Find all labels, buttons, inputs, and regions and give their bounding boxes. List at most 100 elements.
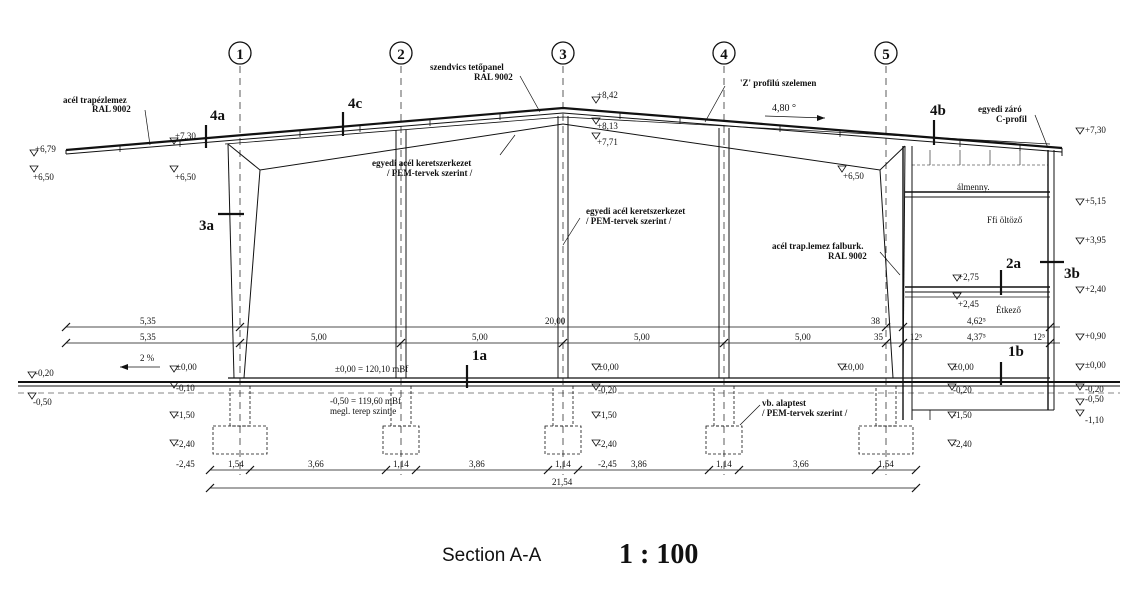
dim-row2-3: 5,00 — [634, 332, 650, 342]
dimension-labels: 5,35 20,00 38 4,62⁵ 5,35 5,00 5,00 5,00 … — [140, 316, 1045, 487]
detail-tag-3a: 3a — [199, 218, 215, 234]
dim-row2-4: 5,00 — [795, 332, 811, 342]
level-left-679: +6,79 — [35, 144, 56, 154]
note-trap-sheet: acél trapézlemez — [63, 95, 127, 105]
level-right-000: ±0,00 — [1085, 360, 1106, 370]
note-wall-cladding: acél trap.lemez falburk. — [772, 241, 863, 251]
note-wall-cladding-ral: RAL 9002 — [828, 251, 867, 261]
dim-row3-6: 1,14 — [716, 459, 732, 469]
level-right-090: +0,90 — [1085, 331, 1106, 341]
note-frame-b-ref: / PEM-tervek szerint / — [585, 216, 672, 226]
level-mid-275: +2,75 — [958, 272, 979, 282]
detail-tag-3b: 3b — [1064, 266, 1080, 282]
dim-row3-4: 1,14 — [555, 459, 571, 469]
level-g3-m245: -2,45 — [598, 459, 617, 469]
section-title: Section A-A — [442, 545, 542, 566]
level-g1-m010: -0,10 — [176, 383, 195, 393]
note-closing-profile: C-profil — [996, 114, 1027, 124]
dim-row3-2: 1,14 — [393, 459, 409, 469]
dim-row1-1: 20,00 — [545, 316, 566, 326]
detail-tag-marks — [204, 112, 1064, 388]
level-mid-245: +2,45 — [958, 299, 979, 309]
note-terrain-level: -0,50 = 119,60 mBf — [330, 396, 401, 406]
dim-row1-0: 5,35 — [140, 316, 156, 326]
level-ridge-813: +8,13 — [597, 121, 618, 131]
dim-row1-3: 4,62⁵ — [967, 316, 986, 326]
detail-tag-4c: 4c — [348, 96, 363, 112]
grid-label-4: 4 — [720, 47, 728, 63]
detail-tag-2a: 2a — [1006, 256, 1022, 272]
note-frame-a-ref: / PEM-tervek szerint / — [386, 168, 473, 178]
grid-label-1: 1 — [236, 47, 244, 63]
dim-row2-0: 5,35 — [140, 332, 156, 342]
note-footing-ref: / PEM-tervek szerint / — [761, 408, 848, 418]
level-g3-m240: -2,40 — [598, 439, 617, 449]
level-right-395: +3,95 — [1085, 235, 1106, 245]
detail-tag-1b: 1b — [1008, 344, 1024, 360]
level-eave-left-650: +6,50 — [175, 172, 196, 182]
level-g1-000: ±0,00 — [176, 362, 197, 372]
note-roof-panel: szendvics tetőpanel — [430, 62, 504, 72]
level-annex-m150: -1,50 — [953, 410, 972, 420]
note-frame-b: egyedi acél keretszerkezet — [586, 206, 685, 216]
dim-row3-3: 3,86 — [469, 459, 485, 469]
dimension-lines — [61, 322, 1060, 493]
foundations — [212, 385, 914, 455]
dim-row2-7: 4,37⁵ — [967, 332, 986, 342]
notes: szendvics tetőpanel RAL 9002 acél trapéz… — [63, 62, 1027, 418]
drawing-scale: 1 : 100 — [619, 539, 699, 570]
room-changing: Ffi öltöző — [987, 215, 1023, 225]
roof — [65, 106, 1063, 156]
note-terrain: megl. terep szintje — [330, 406, 396, 416]
level-ridge-842: +8,42 — [597, 90, 618, 100]
dim-row2-5: 35 — [874, 332, 884, 342]
level-g1-m245: -2,45 — [176, 459, 195, 469]
note-trap-sheet-ral: RAL 9002 — [92, 104, 131, 114]
level-right-m020: -0,20 — [1085, 384, 1104, 394]
annex-structure — [902, 146, 1055, 420]
level-annex-000: ±0,00 — [953, 362, 974, 372]
level-eave-left-730: +7,30 — [175, 131, 196, 141]
level-g3-000: ±0,00 — [598, 362, 619, 372]
level-g1-m150: -1,50 — [176, 410, 195, 420]
grid-label-5: 5 — [882, 47, 890, 63]
level-ridge-771: +7,71 — [597, 137, 618, 147]
level-labels: +6,79 +6,50 +7,30 +6,50 +8,42 +8,13 +7,7… — [33, 90, 1106, 469]
floor-slope-arrow-icon — [120, 364, 128, 370]
level-g5-000: ±0,00 — [843, 362, 864, 372]
level-g3-m150: -1,50 — [598, 410, 617, 420]
steel-frame — [227, 116, 906, 379]
grid-axes — [239, 66, 887, 475]
leader-lines — [120, 75, 1049, 426]
dim-row2-6: 12⁵ — [910, 332, 922, 342]
level-right-m110: -1,10 — [1085, 415, 1104, 425]
dim-total: 21,54 — [552, 477, 573, 487]
level-g1-m240: -2,40 — [176, 439, 195, 449]
level-right-240: +2,40 — [1085, 284, 1106, 294]
level-right-730: +7,30 — [1085, 125, 1106, 135]
dim-row2-1: 5,00 — [311, 332, 327, 342]
note-roof-panel-ral: RAL 9002 — [474, 72, 513, 82]
dim-row1-2: 38 — [871, 316, 881, 326]
level-left-m020: -0,20 — [35, 368, 54, 378]
level-left-650: +6,50 — [33, 172, 54, 182]
slope-arrow-icon — [817, 115, 825, 121]
dim-row3-5: 3,86 — [631, 459, 647, 469]
note-slope: 4,80 ° — [772, 103, 796, 114]
detail-tag-4a: 4a — [210, 108, 226, 124]
level-annex-m020: -0,20 — [953, 385, 972, 395]
level-eave-right-650: +6,50 — [843, 171, 864, 181]
dim-row3-8: 1,54 — [878, 459, 894, 469]
grid-bubbles: 1 2 3 4 5 — [228, 41, 898, 65]
grid-label-3: 3 — [559, 47, 567, 63]
room-dining: Étkező — [996, 305, 1021, 315]
level-left-m050: -0,50 — [33, 397, 52, 407]
note-floor-slope: 2 % — [140, 353, 155, 363]
note-closing: egyedi záró — [978, 104, 1022, 114]
dim-row2-8: 12⁵ — [1033, 332, 1045, 342]
level-annex-m240: -2,40 — [953, 439, 972, 449]
grid-label-2: 2 — [397, 47, 405, 63]
dim-row2-2: 5,00 — [472, 332, 488, 342]
dim-row3-1: 3,66 — [308, 459, 324, 469]
